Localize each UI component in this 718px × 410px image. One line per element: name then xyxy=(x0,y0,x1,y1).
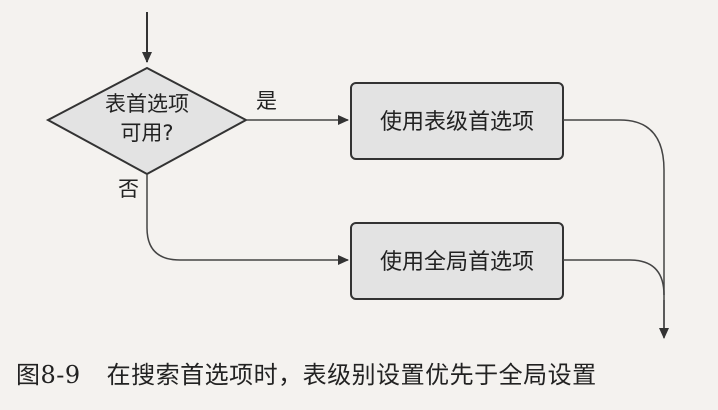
box-global-preferences xyxy=(350,222,564,300)
box-table-preferences xyxy=(350,82,564,160)
box-table-label: 使用表级首选项 xyxy=(380,110,534,135)
figure-number: 图8-9 xyxy=(16,361,81,389)
merge-line-from-global-box xyxy=(563,259,665,296)
no-label: 否 xyxy=(118,177,139,201)
merge-line-from-table-box xyxy=(563,119,665,330)
decision-label-line1: 表首选项 xyxy=(105,92,189,116)
caption-text: 在搜索首选项时，表级别设置优先于全局设置 xyxy=(106,361,597,389)
yes-label: 是 xyxy=(256,89,277,113)
figure-caption: 图8-9 在搜索首选项时，表级别设置优先于全局设置 xyxy=(16,355,597,390)
box-global-label: 使用全局首选项 xyxy=(380,250,534,275)
no-branch-arrow xyxy=(146,174,349,265)
decision-label-line2: 可用? xyxy=(120,121,173,145)
